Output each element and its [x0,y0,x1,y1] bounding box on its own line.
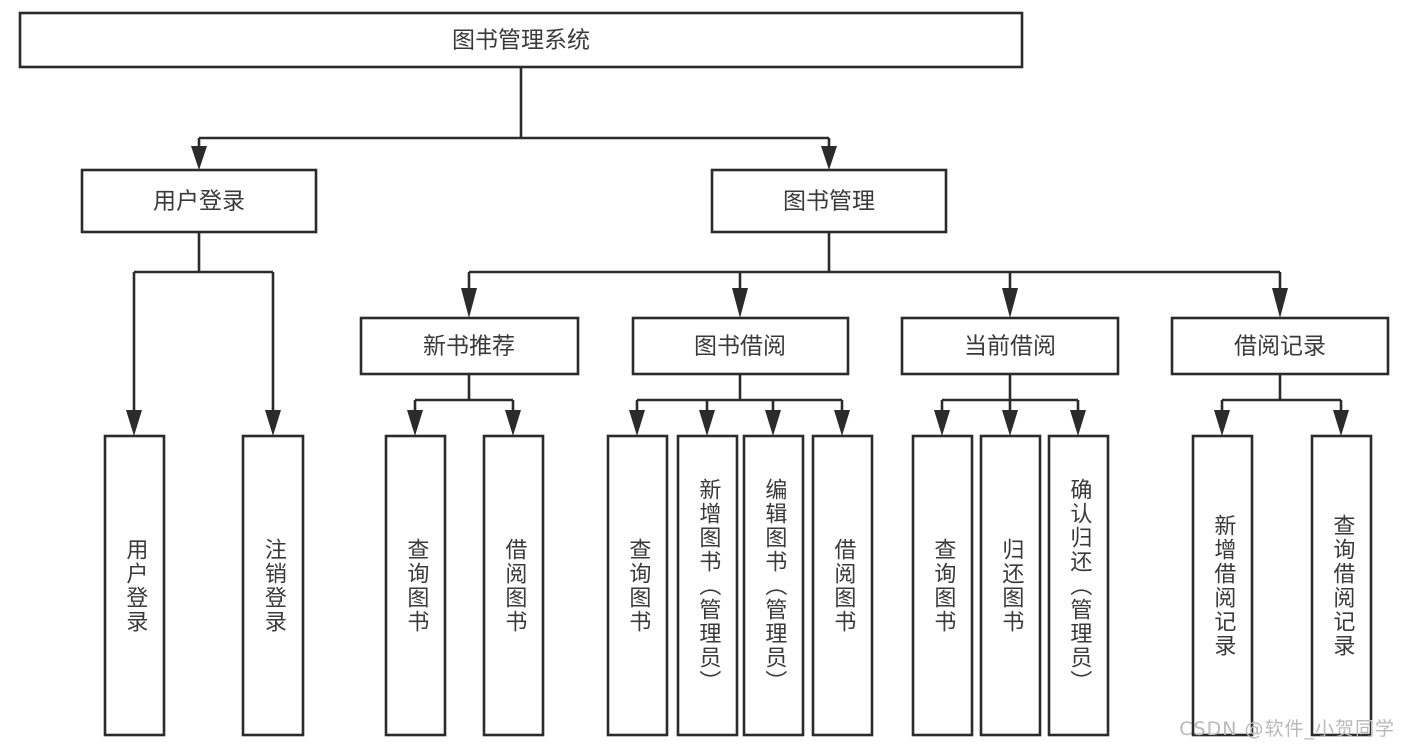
arrow-head-newbook-leaf-1 [407,410,423,436]
arrow-head-root-to-book-manage [821,146,837,170]
leaf-box-book-borrow-1[interactable] [606,434,669,737]
leaf-box-book-borrow-4[interactable] [811,434,874,737]
leaf-box-new-book-2[interactable] [482,434,545,737]
arrow-head-record-leaf-2 [1333,410,1349,436]
leaf-boxes-new-book-recommend [384,434,545,737]
leaf-boxes-borrow-record [1191,434,1373,737]
node-borrow-record[interactable]: 借阅记录 [1170,316,1390,376]
arrow-head-current-leaf-2 [1002,410,1018,436]
connector-group-record-to-leaves [1214,374,1349,436]
node-book-manage[interactable]: 图书管理 [710,168,948,234]
arrow-head-borrow-leaf-2 [699,410,715,436]
leaf-box-borrow-record-2[interactable] [1310,434,1373,737]
node-current-borrow-box[interactable] [900,316,1120,376]
arrow-head-borrow-leaf-4 [834,410,850,436]
node-book-manage-box[interactable] [710,168,948,234]
node-book-borrow[interactable]: 图书借阅 [631,316,850,376]
leaf-box-book-borrow-3[interactable] [742,434,805,737]
node-user-login[interactable]: 用户登录 [80,168,318,234]
node-current-borrow-label: 当前借阅 [964,334,1056,360]
arrow-head-borrow-leaf-3 [765,410,781,436]
arrow-head-newbook-leaf-2 [505,410,521,436]
arrow-head-userlogin-leaf-2 [265,410,281,436]
node-new-book-recommend-box[interactable] [359,316,580,376]
node-user-login-label: 用户登录 [153,189,245,215]
node-root[interactable]: 图书管理系统 [18,11,1024,69]
connector-group-bookmanage-to-level3 [461,232,1288,318]
arrow-head-bookmanage-to-current [1002,288,1018,318]
node-user-login-box[interactable] [80,168,318,234]
leaf-box-current-borrow-3[interactable] [1047,434,1110,737]
node-book-borrow-box[interactable] [631,316,850,376]
connector-group-userlogin-to-leaves [126,232,281,436]
arrow-head-userlogin-leaf-1 [126,410,142,436]
node-root-box[interactable] [18,11,1024,69]
leaf-boxes-current-borrow [911,434,1110,737]
arrow-head-record-leaf-1 [1214,410,1230,436]
leaf-box-user-login-2[interactable] [241,434,305,737]
arrow-head-borrow-leaf-1 [629,410,645,436]
arrow-head-bookmanage-to-new-book [461,288,477,318]
connector-group-root-to-level2 [191,67,837,170]
connector-group-current-to-leaves [934,374,1086,436]
arrow-head-bookmanage-to-record [1272,288,1288,318]
leaf-box-user-login-1[interactable] [103,434,166,737]
node-current-borrow[interactable]: 当前借阅 [900,316,1120,376]
node-root-label: 图书管理系统 [452,28,590,54]
connector-group-newbook-to-leaves [407,374,521,436]
connector-group-borrow-to-leaves [629,374,850,436]
node-book-borrow-label: 图书借阅 [694,334,786,360]
arrow-head-bookmanage-to-borrow [732,288,748,318]
node-borrow-record-box[interactable] [1170,316,1390,376]
leaf-box-current-borrow-2[interactable] [979,434,1042,737]
node-new-book-recommend[interactable]: 新书推荐 [359,316,580,376]
arrow-head-current-leaf-3 [1070,410,1086,436]
arrow-head-current-leaf-1 [934,410,950,436]
arrow-head-root-to-user-login [191,146,207,170]
leaf-box-current-borrow-1[interactable] [911,434,974,737]
node-new-book-recommend-label: 新书推荐 [423,334,515,360]
leaf-boxes-user-login [103,434,305,737]
leaf-boxes-book-borrow [606,434,874,737]
leaf-box-borrow-record-1[interactable] [1191,434,1254,737]
leaf-box-book-borrow-2[interactable] [676,434,739,737]
leaf-box-new-book-1[interactable] [384,434,447,737]
node-borrow-record-label: 借阅记录 [1234,334,1326,360]
node-book-manage-label: 图书管理 [783,189,875,215]
